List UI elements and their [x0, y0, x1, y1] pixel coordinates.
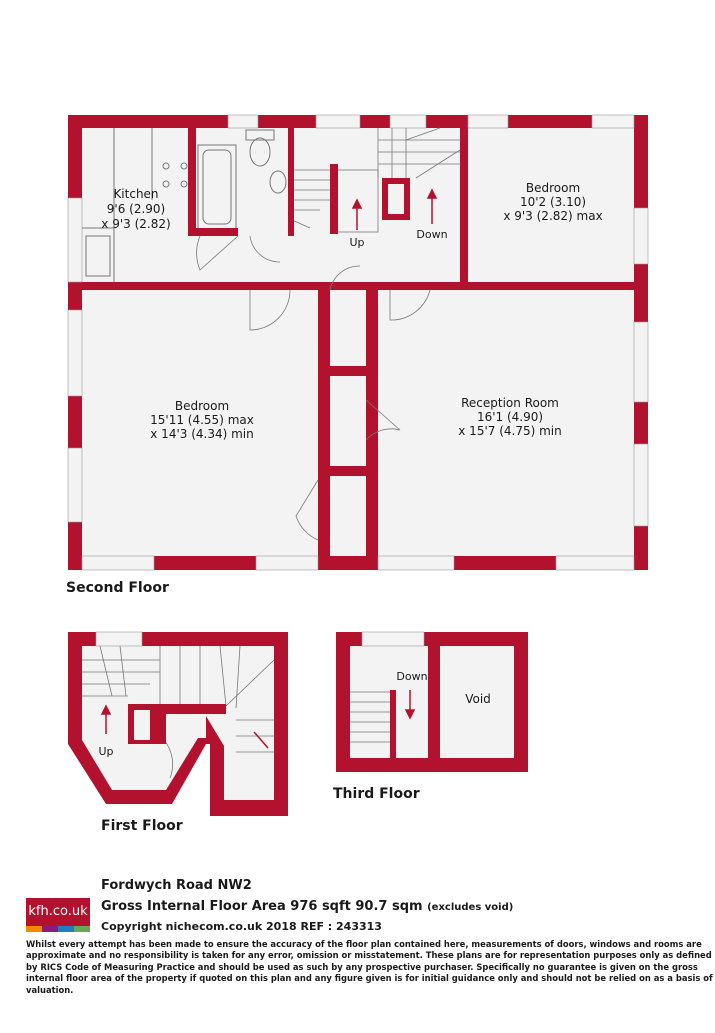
area-note: (excludes void) — [427, 902, 514, 913]
kitchen-name: Kitchen — [113, 187, 158, 201]
stair-arrows — [351, 188, 438, 230]
bedroom-small-room — [468, 128, 634, 282]
third-down-label: Down — [396, 670, 427, 683]
address: Fordwych Road NW2 — [101, 878, 252, 893]
bedroom-large-name: Bedroom — [175, 399, 229, 413]
bedroom-large-room — [82, 290, 318, 556]
stair-well — [388, 184, 404, 214]
cupboard-3 — [330, 476, 366, 556]
cupboard-1 — [330, 290, 366, 366]
area-main: Gross Internal Floor Area 976 sqft 90.7 … — [101, 899, 423, 914]
kitchen-dim2: x 9'3 (2.82) — [101, 217, 170, 231]
second-floor-stairs — [291, 127, 461, 233]
first-floor-title: First Floor — [101, 818, 183, 834]
cupboard-2 — [330, 376, 366, 466]
first-up-label: Up — [98, 745, 113, 758]
interior-walls — [82, 128, 634, 556]
bedroom-small-dim2: x 9'3 (2.82) max — [503, 209, 602, 223]
bathroom-room — [196, 128, 288, 236]
bedroom-small-name: Bedroom — [526, 181, 580, 195]
kitchen-fixtures — [82, 128, 188, 282]
third-floor-title: Third Floor — [333, 786, 420, 802]
kitchen-dim1: 9'6 (2.90) — [107, 202, 165, 216]
first-floor-plan: Up — [68, 631, 288, 816]
kfh-logo: kfh.co.uk — [26, 898, 90, 932]
area-line: Gross Internal Floor Area 976 sqft 90.7 … — [101, 899, 513, 914]
reception-dim2: x 15'7 (4.75) min — [458, 424, 561, 438]
hallway — [188, 236, 460, 282]
reception-room — [378, 290, 634, 556]
door-swings — [196, 235, 431, 541]
logo-bar-blue — [58, 926, 74, 932]
stair-wall — [330, 164, 338, 234]
logo-text: kfh.co.uk — [28, 904, 88, 919]
void-label: Void — [465, 692, 491, 706]
copyright: Copyright nichecom.co.uk 2018 REF : 2433… — [101, 920, 382, 933]
logo-bar-purple — [42, 926, 58, 932]
bedroom-small-dim1: 10'2 (3.10) — [520, 195, 586, 209]
second-floor-plan: Kitchen 9'6 (2.90) x 9'3 (2.82) Bedroom … — [67, 114, 649, 571]
third-floor-plan: Down Void — [336, 631, 528, 772]
bedroom-large-dim1: 15'11 (4.55) max — [150, 413, 254, 427]
kitchen-room — [82, 128, 188, 282]
bedroom-large-dim2: x 14'3 (4.34) min — [150, 427, 253, 441]
logo-bar-green — [74, 926, 90, 932]
second-down-label: Down — [416, 228, 447, 241]
disclaimer-text: Whilst every attempt has been made to en… — [26, 939, 713, 995]
second-up-label: Up — [349, 236, 364, 249]
logo-bar-orange — [26, 926, 42, 932]
reception-dim1: 16'1 (4.90) — [477, 410, 543, 424]
windows — [67, 114, 649, 571]
second-floor-title: Second Floor — [66, 580, 169, 596]
reception-name: Reception Room — [461, 396, 559, 410]
